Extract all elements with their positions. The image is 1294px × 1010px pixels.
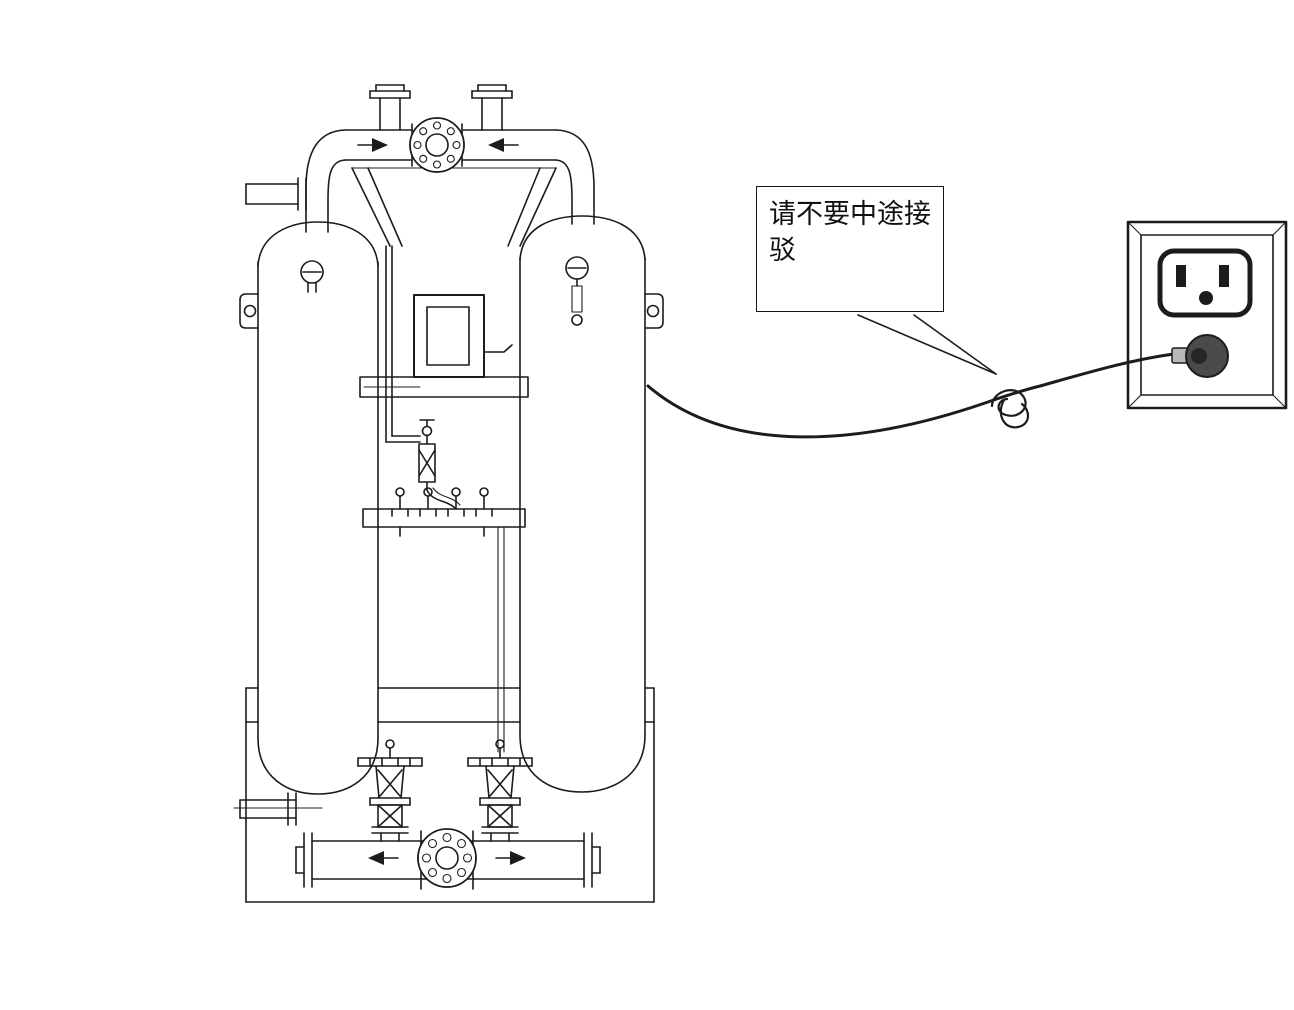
filter-regulator [418, 419, 461, 510]
callout-text: 请不要中途接驳 [769, 199, 931, 267]
bottom-valve-left [357, 739, 423, 842]
top-left-stub [245, 177, 307, 211]
socket-ground-hole [1199, 291, 1213, 305]
control-box [413, 294, 513, 378]
flow-arrow-top-right [488, 138, 519, 152]
tower-right [519, 215, 646, 793]
flow-arrow-bottom-left [368, 851, 399, 865]
bottom-piping [233, 792, 601, 890]
bottom-center-flange [417, 828, 477, 888]
power-plug [1171, 334, 1229, 378]
lifting-lug-right [644, 293, 664, 329]
pressure-gauge-left [300, 260, 324, 293]
cable-knot [990, 389, 1029, 429]
lifting-lug-left [239, 293, 259, 329]
socket-face [1157, 248, 1253, 318]
socket-slot-left [1176, 265, 1186, 287]
flow-arrow-top-left [357, 138, 388, 152]
pressure-gauge-right [565, 256, 589, 326]
valve-manifold [362, 487, 526, 753]
tower-left [257, 221, 379, 795]
bottom-left-stub [233, 792, 323, 826]
base-frame [245, 687, 655, 903]
callout-bubble: 请不要中途接驳 [756, 186, 944, 312]
flow-arrow-bottom-right [495, 851, 526, 865]
center-pipe [385, 245, 421, 443]
mid-manifold [359, 376, 529, 398]
callout-pointer [857, 314, 997, 375]
power-cable [646, 352, 1176, 439]
socket-slot-right [1219, 265, 1229, 287]
wall-outlet [1126, 220, 1288, 410]
top-center-flange [409, 117, 465, 173]
top-piping [245, 84, 595, 247]
